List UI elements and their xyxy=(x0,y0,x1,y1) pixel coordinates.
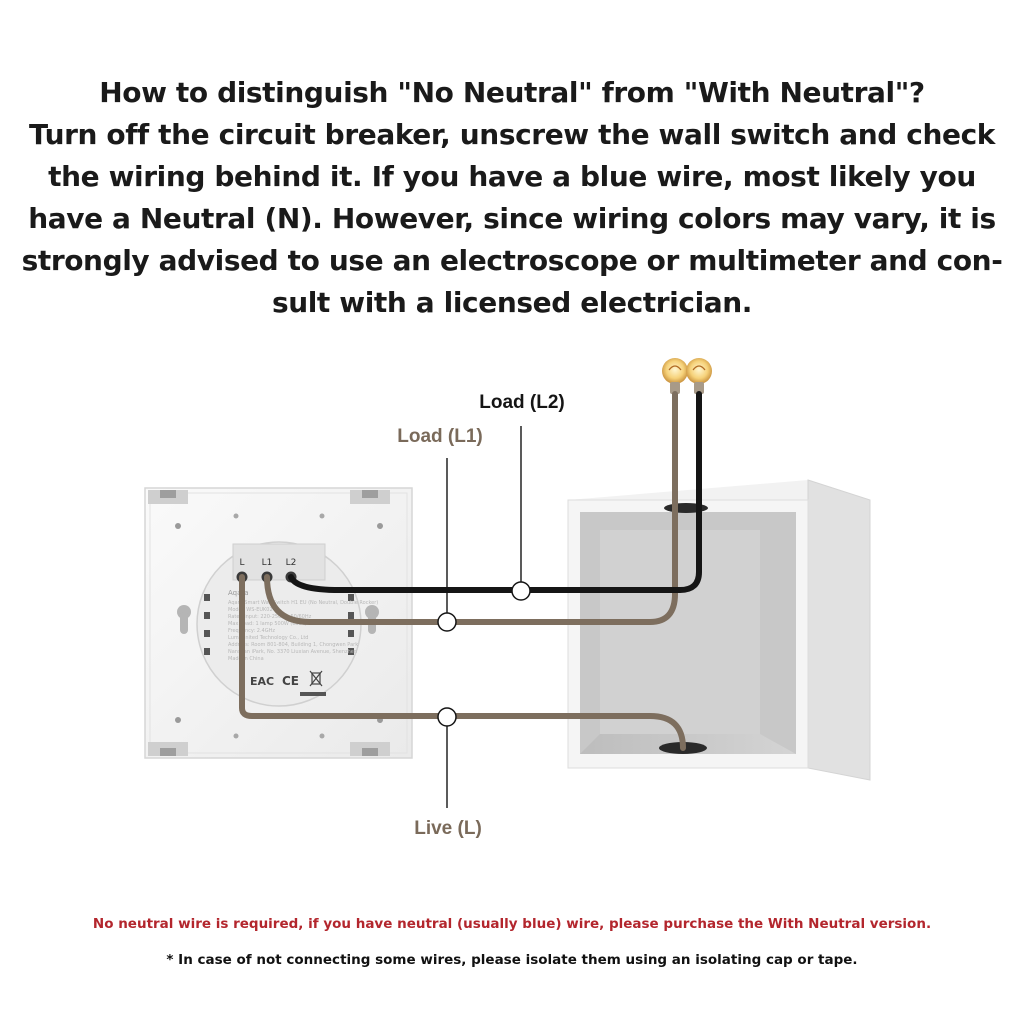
bulb-icon xyxy=(662,358,688,394)
wiring-diagram: L L1 L2 Aqara Aqara Smart Wall Switch H1… xyxy=(144,358,871,839)
module-text-line: Model: WS-EUK02 xyxy=(228,607,273,613)
callout-live xyxy=(437,707,457,808)
live-wire xyxy=(239,574,686,751)
module-brand: Aqara xyxy=(228,589,249,597)
module-text-line: Rated input: 220-250V~ 50/60Hz xyxy=(228,614,312,620)
ce-mark: CE xyxy=(282,674,299,688)
heading-line: sult with a licensed electrician. xyxy=(271,286,753,319)
label-load-l2: Load (L2) xyxy=(479,392,565,413)
isolation-note: * In case of not connecting some wires, … xyxy=(166,952,858,968)
heading-line: strongly advised to use an electroscope … xyxy=(21,244,1003,277)
heading-line: Turn off the circuit breaker, unscrew th… xyxy=(28,118,996,151)
label-live: Live (L) xyxy=(414,818,482,839)
switch-module: L L1 L2 Aqara Aqara Smart Wall Switch H1… xyxy=(196,541,378,707)
heading-line: have a Neutral (N). However, since wirin… xyxy=(28,202,996,235)
module-text-line: Lumi United Technology Co., Ltd xyxy=(228,635,308,641)
module-text-line: Nanshan iPark, No. 3370 Liuxian Avenue, … xyxy=(228,649,357,655)
no-neutral-note: No neutral wire is required, if you have… xyxy=(92,916,932,932)
eac-mark: EAC xyxy=(250,675,274,688)
module-text-line: Frequency: 2.4GHz xyxy=(228,628,275,634)
junction-box xyxy=(567,479,871,781)
bulb-icon xyxy=(686,358,712,394)
heading-line: the wiring behind it. If you have a blue… xyxy=(48,160,976,193)
module-text-line: Address: Room 801-804, Building 1, Chong… xyxy=(228,642,358,648)
module-text-line: Made in China xyxy=(228,656,264,662)
terminal-label-load2: L2 xyxy=(286,558,297,568)
weee-bin-icon xyxy=(309,670,323,687)
load-l2-wire xyxy=(288,391,702,593)
heading: How to distinguish "No Neutral" from "Wi… xyxy=(0,72,1024,324)
module-text-line: Aqara Smart Wall Switch H1 EU (No Neutra… xyxy=(228,600,378,606)
heading-line: How to distinguish "No Neutral" from "Wi… xyxy=(99,76,925,109)
module-text-line: Max. load: 1 lamp 500W (each) xyxy=(228,621,306,627)
callout-load-l1 xyxy=(437,458,457,632)
terminal-label-load1: L1 xyxy=(262,558,273,568)
load-l1-wire xyxy=(264,391,678,625)
terminal-label-live: L xyxy=(239,558,244,568)
label-load-l1: Load (L1) xyxy=(397,426,483,447)
callout-load-l2 xyxy=(511,426,531,601)
